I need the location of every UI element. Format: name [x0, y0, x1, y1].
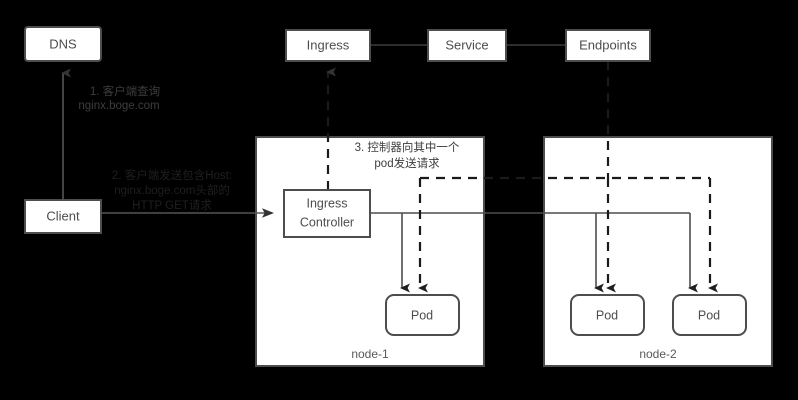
controller-to-pods-solid-edges	[370, 212, 698, 293]
ingress-controller-rect[interactable]	[283, 189, 371, 238]
dns-box-rect[interactable]	[24, 26, 102, 62]
node-1-container: node-1	[255, 136, 485, 367]
ingress-box[interactable]: Ingress	[285, 29, 371, 62]
annotation-step-2: 2. 客户端发送包含Host: nginx.boge.com头部的 HTTP G…	[112, 168, 232, 212]
pod-node1-1[interactable]: Pod	[385, 294, 460, 336]
endpoints-box-rect[interactable]	[565, 29, 651, 62]
ingress-controller-label-line1: Ingress	[307, 196, 348, 210]
node-2-label: node-2	[639, 347, 677, 361]
endpoints-label: Endpoints	[579, 37, 637, 52]
service-box-rect[interactable]	[427, 29, 507, 62]
ingress-label: Ingress	[307, 37, 350, 52]
pod-label: Pod	[596, 308, 618, 322]
pod-node2-2[interactable]: Pod	[672, 294, 747, 336]
client-box[interactable]: Client	[24, 199, 102, 234]
annotation-step-1: 1. 客户端查询 nginx.boge.com	[78, 84, 160, 112]
dns-label: DNS	[49, 36, 77, 51]
endpoints-box[interactable]: Endpoints	[565, 29, 651, 62]
pod-rect[interactable]	[672, 294, 747, 336]
annotation-step2-line3: HTTP GET请求	[132, 199, 212, 212]
service-label: Service	[445, 37, 488, 52]
pod-rect[interactable]	[570, 294, 645, 336]
annotation-step1-line2: nginx.boge.com	[78, 100, 159, 112]
pod-node2-1[interactable]: Pod	[570, 294, 645, 336]
client-box-rect[interactable]	[24, 199, 102, 234]
annotation-step3-line2: pod发送请求	[374, 156, 440, 170]
ingress-controller-box[interactable]: Ingress Controller	[283, 189, 371, 238]
client-label: Client	[46, 208, 80, 223]
pod-label: Pod	[411, 308, 433, 322]
pod-label: Pod	[698, 308, 720, 322]
pod-rect[interactable]	[385, 294, 460, 336]
ingress-box-rect[interactable]	[285, 29, 371, 62]
dns-box[interactable]: DNS	[24, 26, 102, 62]
annotation-step3-line1: 3. 控制器向其中一个	[355, 140, 460, 154]
annotation-step2-line1: 2. 客户端发送包含Host:	[112, 168, 232, 182]
annotation-step2-line2: nginx.boge.com头部的	[114, 183, 230, 197]
endpoints-to-pods-dashed-edges	[326, 61, 718, 293]
annotation-step1-line1: 1. 客户端查询	[90, 84, 160, 98]
service-box[interactable]: Service	[427, 29, 507, 62]
ingress-controller-label-line2: Controller	[300, 215, 354, 229]
node-1-label: node-1	[351, 347, 389, 361]
annotation-step-3: 3. 控制器向其中一个 pod发送请求	[355, 140, 460, 170]
